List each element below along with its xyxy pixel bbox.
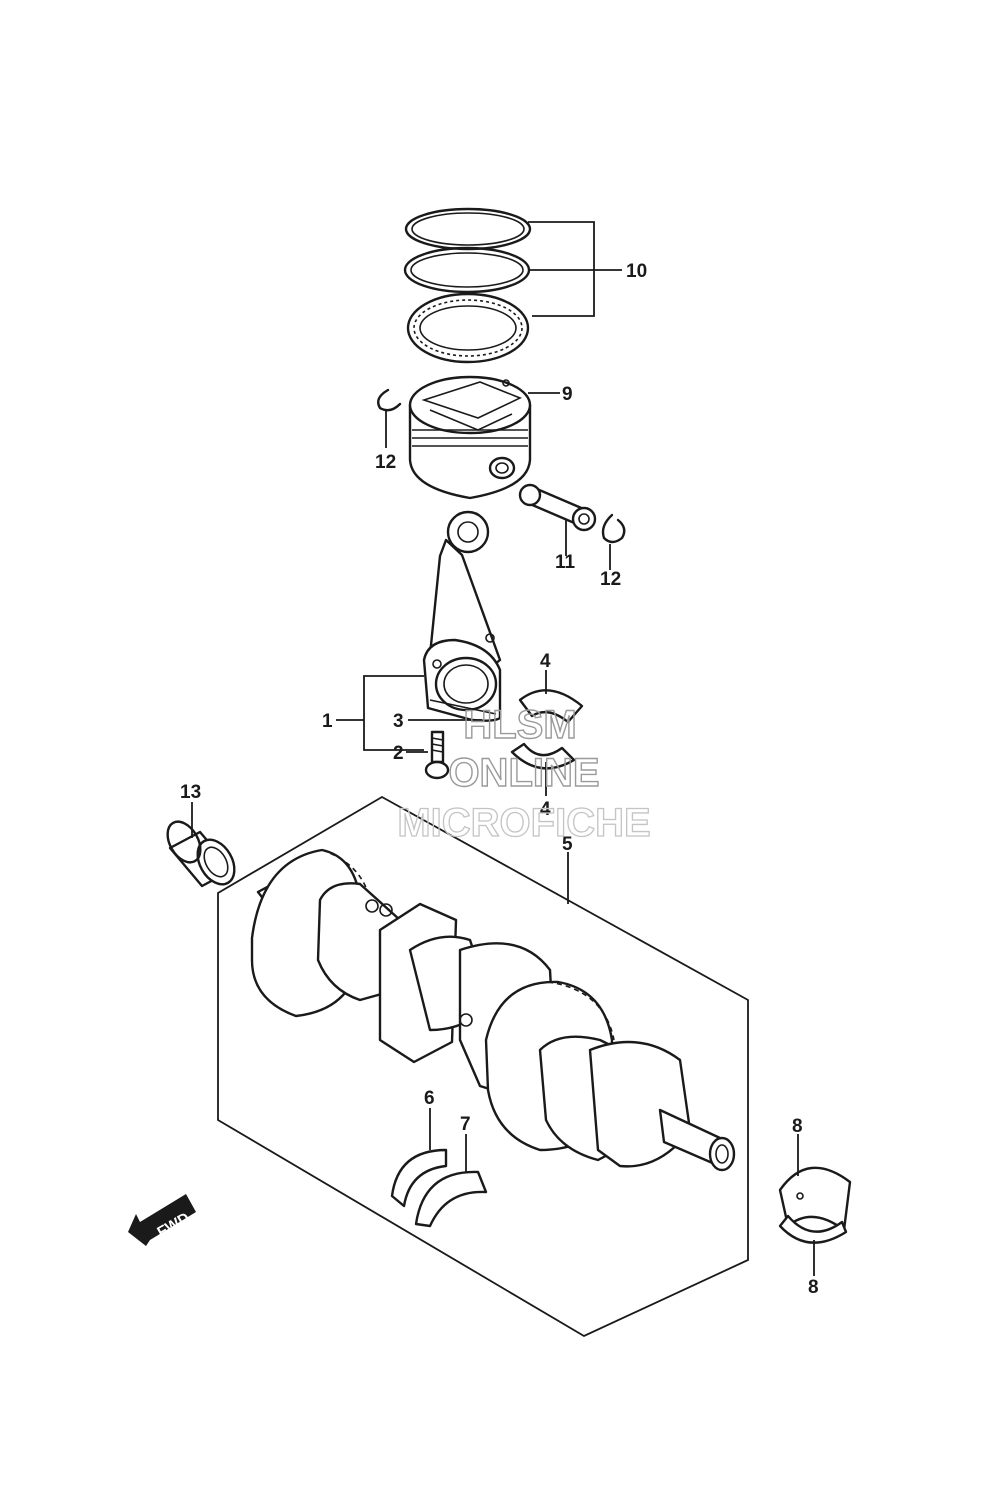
callout-5: 5 — [562, 834, 573, 855]
callout-2: 2 — [393, 743, 404, 764]
callout-1: 1 — [322, 711, 333, 732]
crank-bearing-lower — [778, 1214, 848, 1244]
callout-11: 11 — [555, 552, 576, 573]
callout-10: 10 — [626, 261, 647, 282]
thrust-bearing-left — [390, 1148, 448, 1208]
thrust-bearing-right — [414, 1170, 488, 1228]
callout-labels: 10 9 12 11 12 4 1 3 2 4 13 5 6 7 8 8 — [180, 261, 819, 1298]
callout-4-lower: 4 — [540, 799, 551, 820]
crankshaft-box-outline — [217, 795, 749, 1338]
watermark: HLSM ONLINE MICROFICHE — [397, 702, 652, 845]
callout-6: 6 — [424, 1088, 435, 1109]
circlip-right — [601, 513, 626, 544]
conrod-bearing-lower — [510, 742, 576, 770]
callout-12-right: 12 — [600, 569, 621, 590]
callout-8-lower: 8 — [808, 1277, 819, 1298]
piston-ring-set — [403, 207, 532, 364]
callout-4-upper: 4 — [540, 651, 551, 672]
piston-pin — [518, 483, 597, 532]
watermark-line-2: ONLINE — [448, 751, 599, 795]
second-ring — [403, 246, 531, 294]
leader-lines — [191, 221, 815, 1276]
callout-9: 9 — [562, 384, 573, 405]
piston — [408, 375, 532, 500]
connecting-rod — [422, 510, 502, 722]
watermark-line-3: MICROFICHE — [397, 801, 650, 845]
crank-bearing-upper — [778, 1166, 852, 1232]
watermark-line-1: HLSM — [463, 703, 576, 747]
callout-12-left: 12 — [375, 452, 396, 473]
oil-ring — [406, 292, 530, 364]
crankshaft — [250, 848, 736, 1172]
circlip-left — [377, 388, 402, 412]
top-ring — [404, 207, 532, 251]
needle-bearing — [166, 820, 236, 888]
callout-7: 7 — [460, 1114, 471, 1135]
conrod-bolt — [424, 730, 450, 780]
fwd-arrow-icon: FWD — [128, 1194, 196, 1246]
callout-3: 3 — [393, 711, 404, 732]
callout-8-upper: 8 — [792, 1116, 803, 1137]
conrod-bearing-upper — [518, 689, 584, 724]
callout-13: 13 — [180, 782, 201, 803]
